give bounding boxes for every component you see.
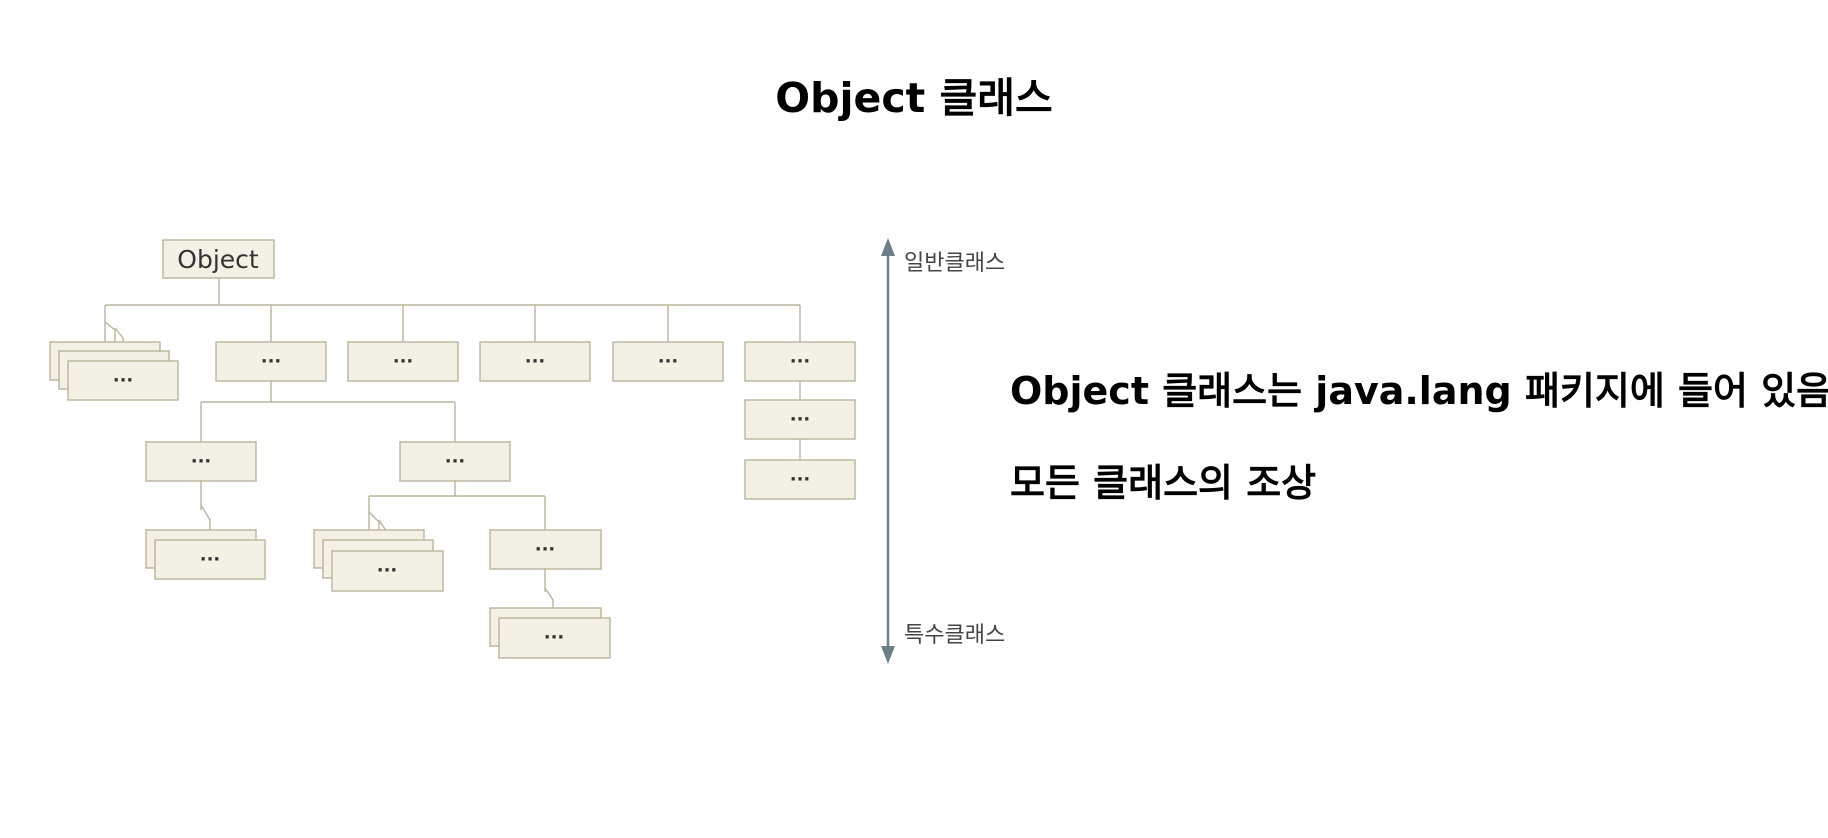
subclass-node: ···: [744, 341, 856, 382]
node-label: ···: [525, 351, 546, 372]
subclass-node: ···: [744, 459, 856, 500]
page-title: Object 클래스: [775, 74, 1053, 122]
axis-top-label: 일반클래스: [904, 251, 1005, 276]
arrow-up-icon: [881, 238, 895, 256]
subclass-node: ···: [489, 529, 602, 570]
node-label: ···: [790, 351, 811, 372]
node-label: ···: [445, 451, 466, 472]
subclass-node: ···: [215, 341, 327, 382]
node-label: ···: [790, 469, 811, 490]
subclass-node: ···: [145, 441, 257, 482]
node-label: ···: [658, 351, 679, 372]
description-line-2: 모든 클래스의 조상: [1010, 461, 1317, 505]
subclass-node-stack: ···: [145, 529, 266, 580]
subclass-node: ···: [479, 341, 591, 382]
node-label: ···: [535, 539, 556, 560]
node-label: ···: [544, 627, 565, 648]
node-label: ···: [191, 451, 212, 472]
arrow-down-icon: [881, 646, 895, 664]
subclass-node: ···: [612, 341, 724, 382]
subclass-node: ···: [399, 441, 511, 482]
subclass-node: ···: [744, 399, 856, 440]
node-label: ···: [113, 370, 134, 391]
description-line-1: Object 클래스는 java.lang 패키지에 들어 있음: [1010, 369, 1828, 413]
node-label: ···: [261, 351, 282, 372]
node-label: ···: [393, 351, 414, 372]
subclass-node: ···: [347, 341, 459, 382]
node-label: ···: [790, 409, 811, 430]
subclass-node-stack: ···: [49, 341, 179, 401]
subclass-node-stack: ···: [313, 529, 444, 592]
node-label: ···: [200, 549, 221, 570]
object-root-label: Object: [177, 245, 259, 274]
object-root-node: Object: [162, 239, 275, 279]
node-label: ···: [377, 560, 398, 581]
generality-axis: 일반클래스 특수클래스: [881, 238, 1005, 664]
axis-bottom-label: 특수클래스: [904, 623, 1005, 648]
subclass-node-stack: ···: [489, 607, 611, 659]
